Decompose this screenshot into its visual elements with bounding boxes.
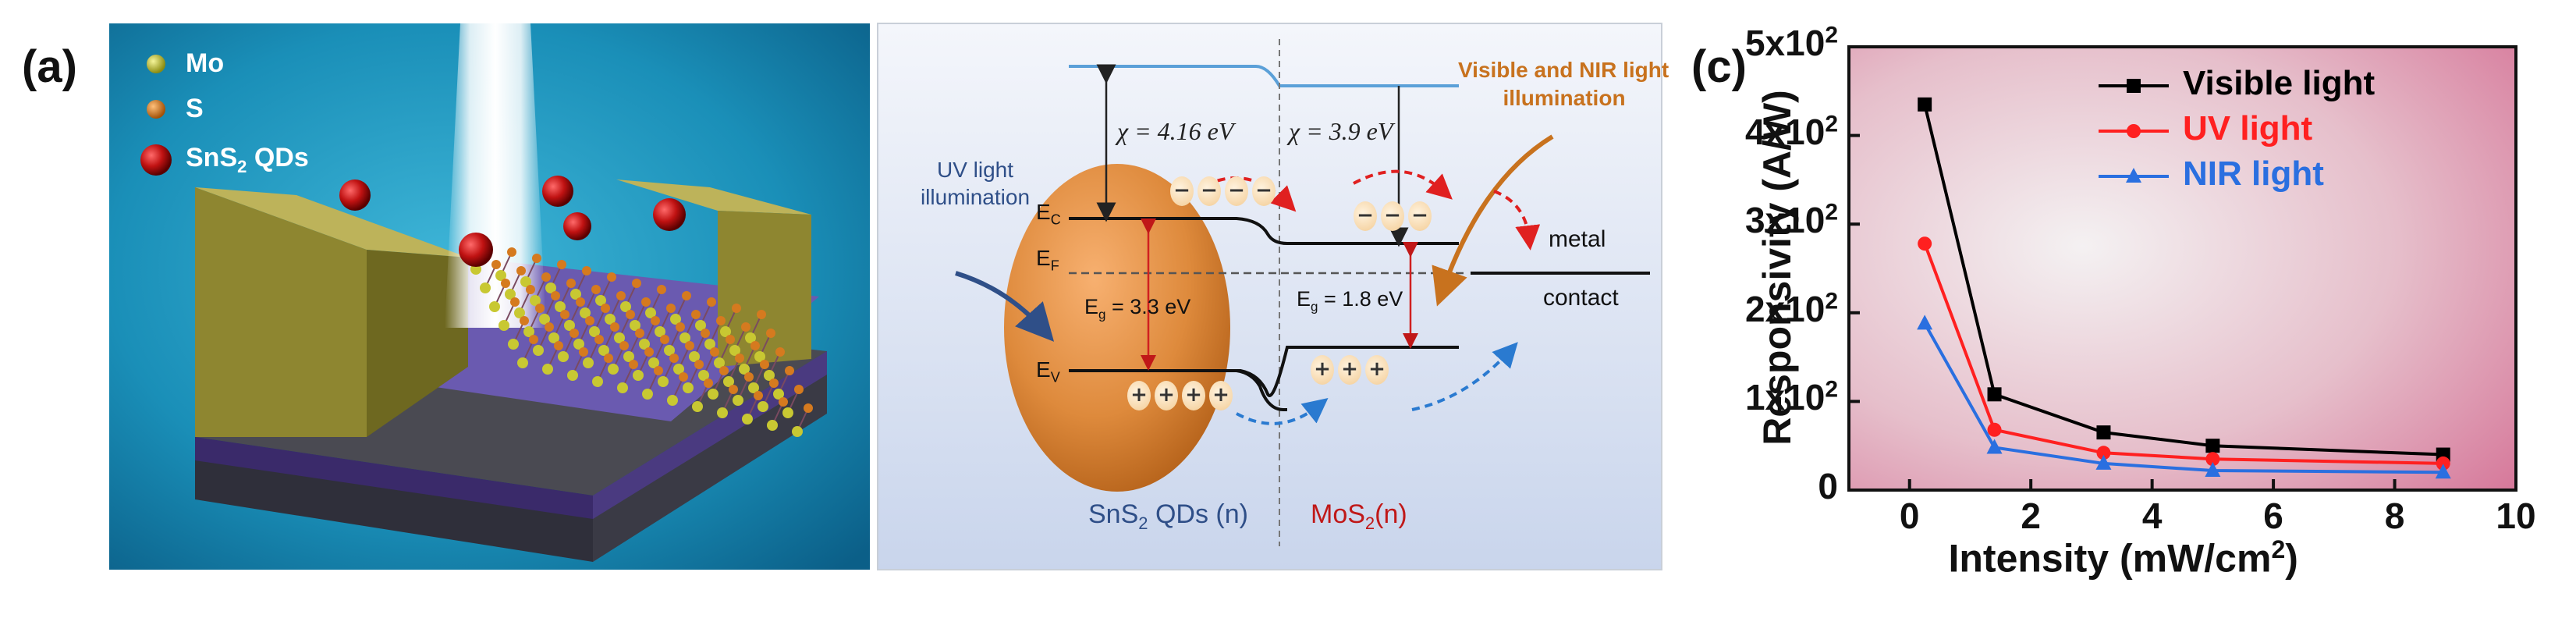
panel-c-label: (c) [1691,41,1747,92]
electron: − [1381,201,1404,231]
sns2-qd-caption: SnS2 QDs (n) [1088,499,1248,533]
plot-frame [1847,45,2517,492]
ec-label: EC [1036,200,1061,228]
legend-entry: Visible light [2183,64,2376,102]
hole: + [1311,355,1334,385]
data-point [2205,462,2221,478]
legend-sns2-sub: 2 [237,156,247,176]
x-tick-label: 10 [2496,496,2536,536]
data-point [1986,439,2003,454]
data-point [1917,314,1933,330]
data-point [2205,439,2220,453]
y-tick-label: 0 [1818,466,1838,506]
y-tick-label: 3x102 [1744,199,1838,241]
eg-right-label: Eg = 1.8 eV [1297,287,1403,314]
electron: − [1408,201,1432,231]
data-point [2095,454,2112,470]
x-axis-label-sup: 2 [2271,535,2286,563]
electron: − [1225,176,1248,206]
legend-entry: NIR light [2183,155,2324,193]
contact-label: contact [1543,285,1619,311]
x-axis-label: Intensity (mW/cm2) [1949,535,2298,581]
data-point [2205,452,2220,467]
data-point [1918,236,1932,251]
visible-nir-illumination-label: Visible and NIR light illumination [1458,56,1669,112]
panel-a-label: (a) [22,41,77,92]
data-point [2436,456,2450,471]
legend-sns2-suffix: QDs [247,143,309,172]
hole: + [1209,381,1233,410]
legend-sns2-base: SnS [186,143,238,172]
data-point [1987,387,2002,402]
y-tick-label: 5x102 [1744,22,1838,63]
ef-label: EF [1036,246,1059,274]
electron: − [1354,201,1377,231]
y-tick-label: 1x102 [1744,377,1838,418]
x-axis-label-text: Intensity (mW/cm [1948,536,2272,581]
hole: + [1365,355,1389,385]
plot-area [1849,47,2516,490]
vis-label-line1: Visible and NIR light [1458,58,1669,82]
y-tick-label: 2x102 [1744,288,1838,329]
ev-label: EV [1036,357,1060,386]
x-axis-label-end: ) [2285,536,2298,581]
data-point [2096,425,2111,440]
hole: + [1155,381,1178,410]
legend-entry: UV light [2183,109,2313,147]
hole: + [1182,381,1205,410]
legend-marker [2127,79,2141,93]
data-point [2096,446,2111,460]
y-tick-label: 4x102 [1744,111,1838,152]
uv-label-line1: UV light [936,158,1014,182]
electron: − [1198,176,1221,206]
uv-illumination-label: UV light illumination [897,156,1053,211]
x-tick-label: 4 [2141,496,2163,536]
data-point [1918,97,1932,112]
vis-label-line2: illumination [1503,85,1626,110]
x-tick-label: 6 [2263,496,2283,536]
eg-left-label: Eg = 3.3 eV [1084,295,1191,322]
metal-label: metal [1549,226,1606,252]
legend-sns2-label: SnS2 QDs [186,143,309,177]
data-point [1987,422,2002,437]
chi-left-label: χ = 4.16 eV [1117,117,1234,145]
legend-marker [2127,124,2141,138]
x-tick-label: 8 [2384,496,2405,536]
electron: − [1252,176,1276,206]
electron: − [1170,176,1194,206]
data-point [2435,464,2451,479]
hole: + [1127,381,1151,410]
legend-marker [2126,168,2141,183]
mos2-caption: MoS2(n) [1311,499,1407,533]
uv-label-line2: illumination [920,185,1031,209]
x-tick-label: 0 [1899,496,1920,536]
x-tick-label: 2 [2021,496,2041,536]
legend-s-label: S [186,94,204,123]
hole: + [1338,355,1361,385]
chi-right-label: χ = 3.9 eV [1289,117,1393,145]
legend-mo-label: Mo [186,48,225,78]
